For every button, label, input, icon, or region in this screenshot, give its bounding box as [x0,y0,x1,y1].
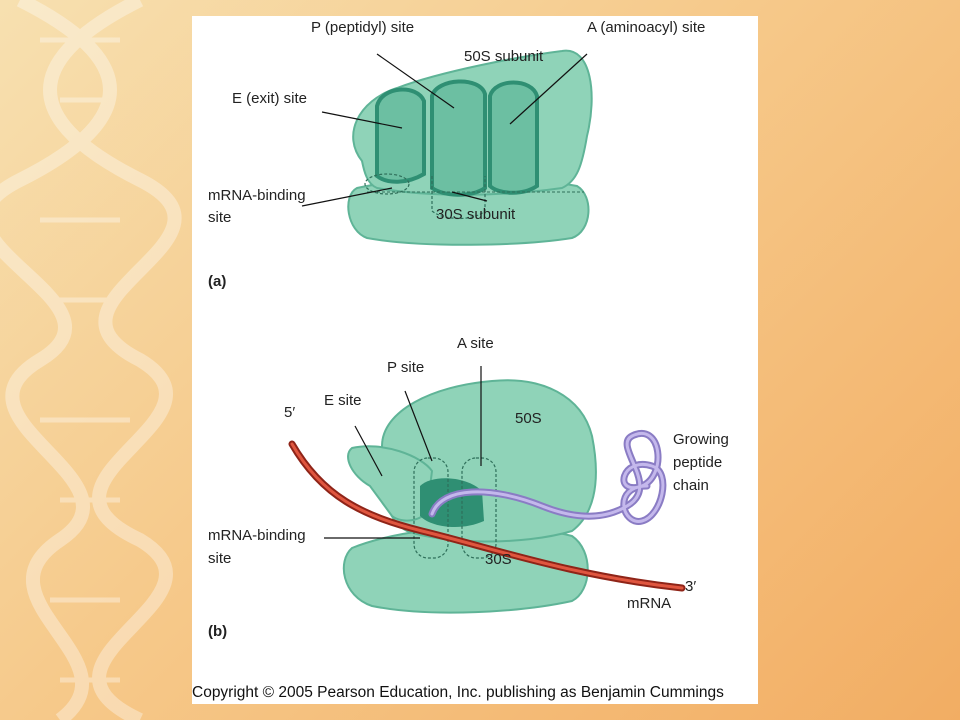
copyright-notice: Copyright © 2005 Pearson Education, Inc.… [192,682,758,704]
large-subunit-label-b: 50S [515,410,542,427]
growing-chain-label-line2: peptide [673,454,723,471]
e-site-a [375,87,426,184]
mrna-binding-label-b-line2: site [208,550,232,567]
mrna-binding-label-a-line2: site [208,209,232,226]
small-subunit-label-b: 30S [485,551,512,568]
figure-panel: P (peptidyl) site A (aminoacyl) site 50S… [192,16,758,704]
e-site-label-b: E site [324,392,362,409]
panel-a-label: (a) [208,273,227,290]
large-subunit-label: 50S subunit [464,48,544,65]
p-site-label-b: P site [387,359,425,376]
three-prime-label: 3′ [685,578,697,595]
five-prime-label: 5′ [284,404,296,421]
a-site-a [488,80,539,195]
e-site-label: E (exit) site [232,90,308,107]
panel-a-ribosome [301,49,593,246]
panel-b-ribosome [288,366,686,614]
growing-chain-label-line1: Growing [673,431,729,448]
growing-chain-label-line3: chain [673,477,709,494]
dna-helix-decoration [0,0,182,720]
a-site-label: A (aminoacyl) site [587,19,706,36]
a-site-label-b: A site [457,335,494,352]
p-site-label: P (peptidyl) site [311,19,415,36]
panel-b-label: (b) [208,623,228,640]
mrna-binding-label-b-line1: mRNA-binding [208,527,306,544]
mrna-binding-label-a-line1: mRNA-binding [208,187,306,204]
ribosome-diagram [288,49,686,614]
mrna-label: mRNA [627,595,672,612]
small-subunit-label: 30S subunit [436,206,516,223]
